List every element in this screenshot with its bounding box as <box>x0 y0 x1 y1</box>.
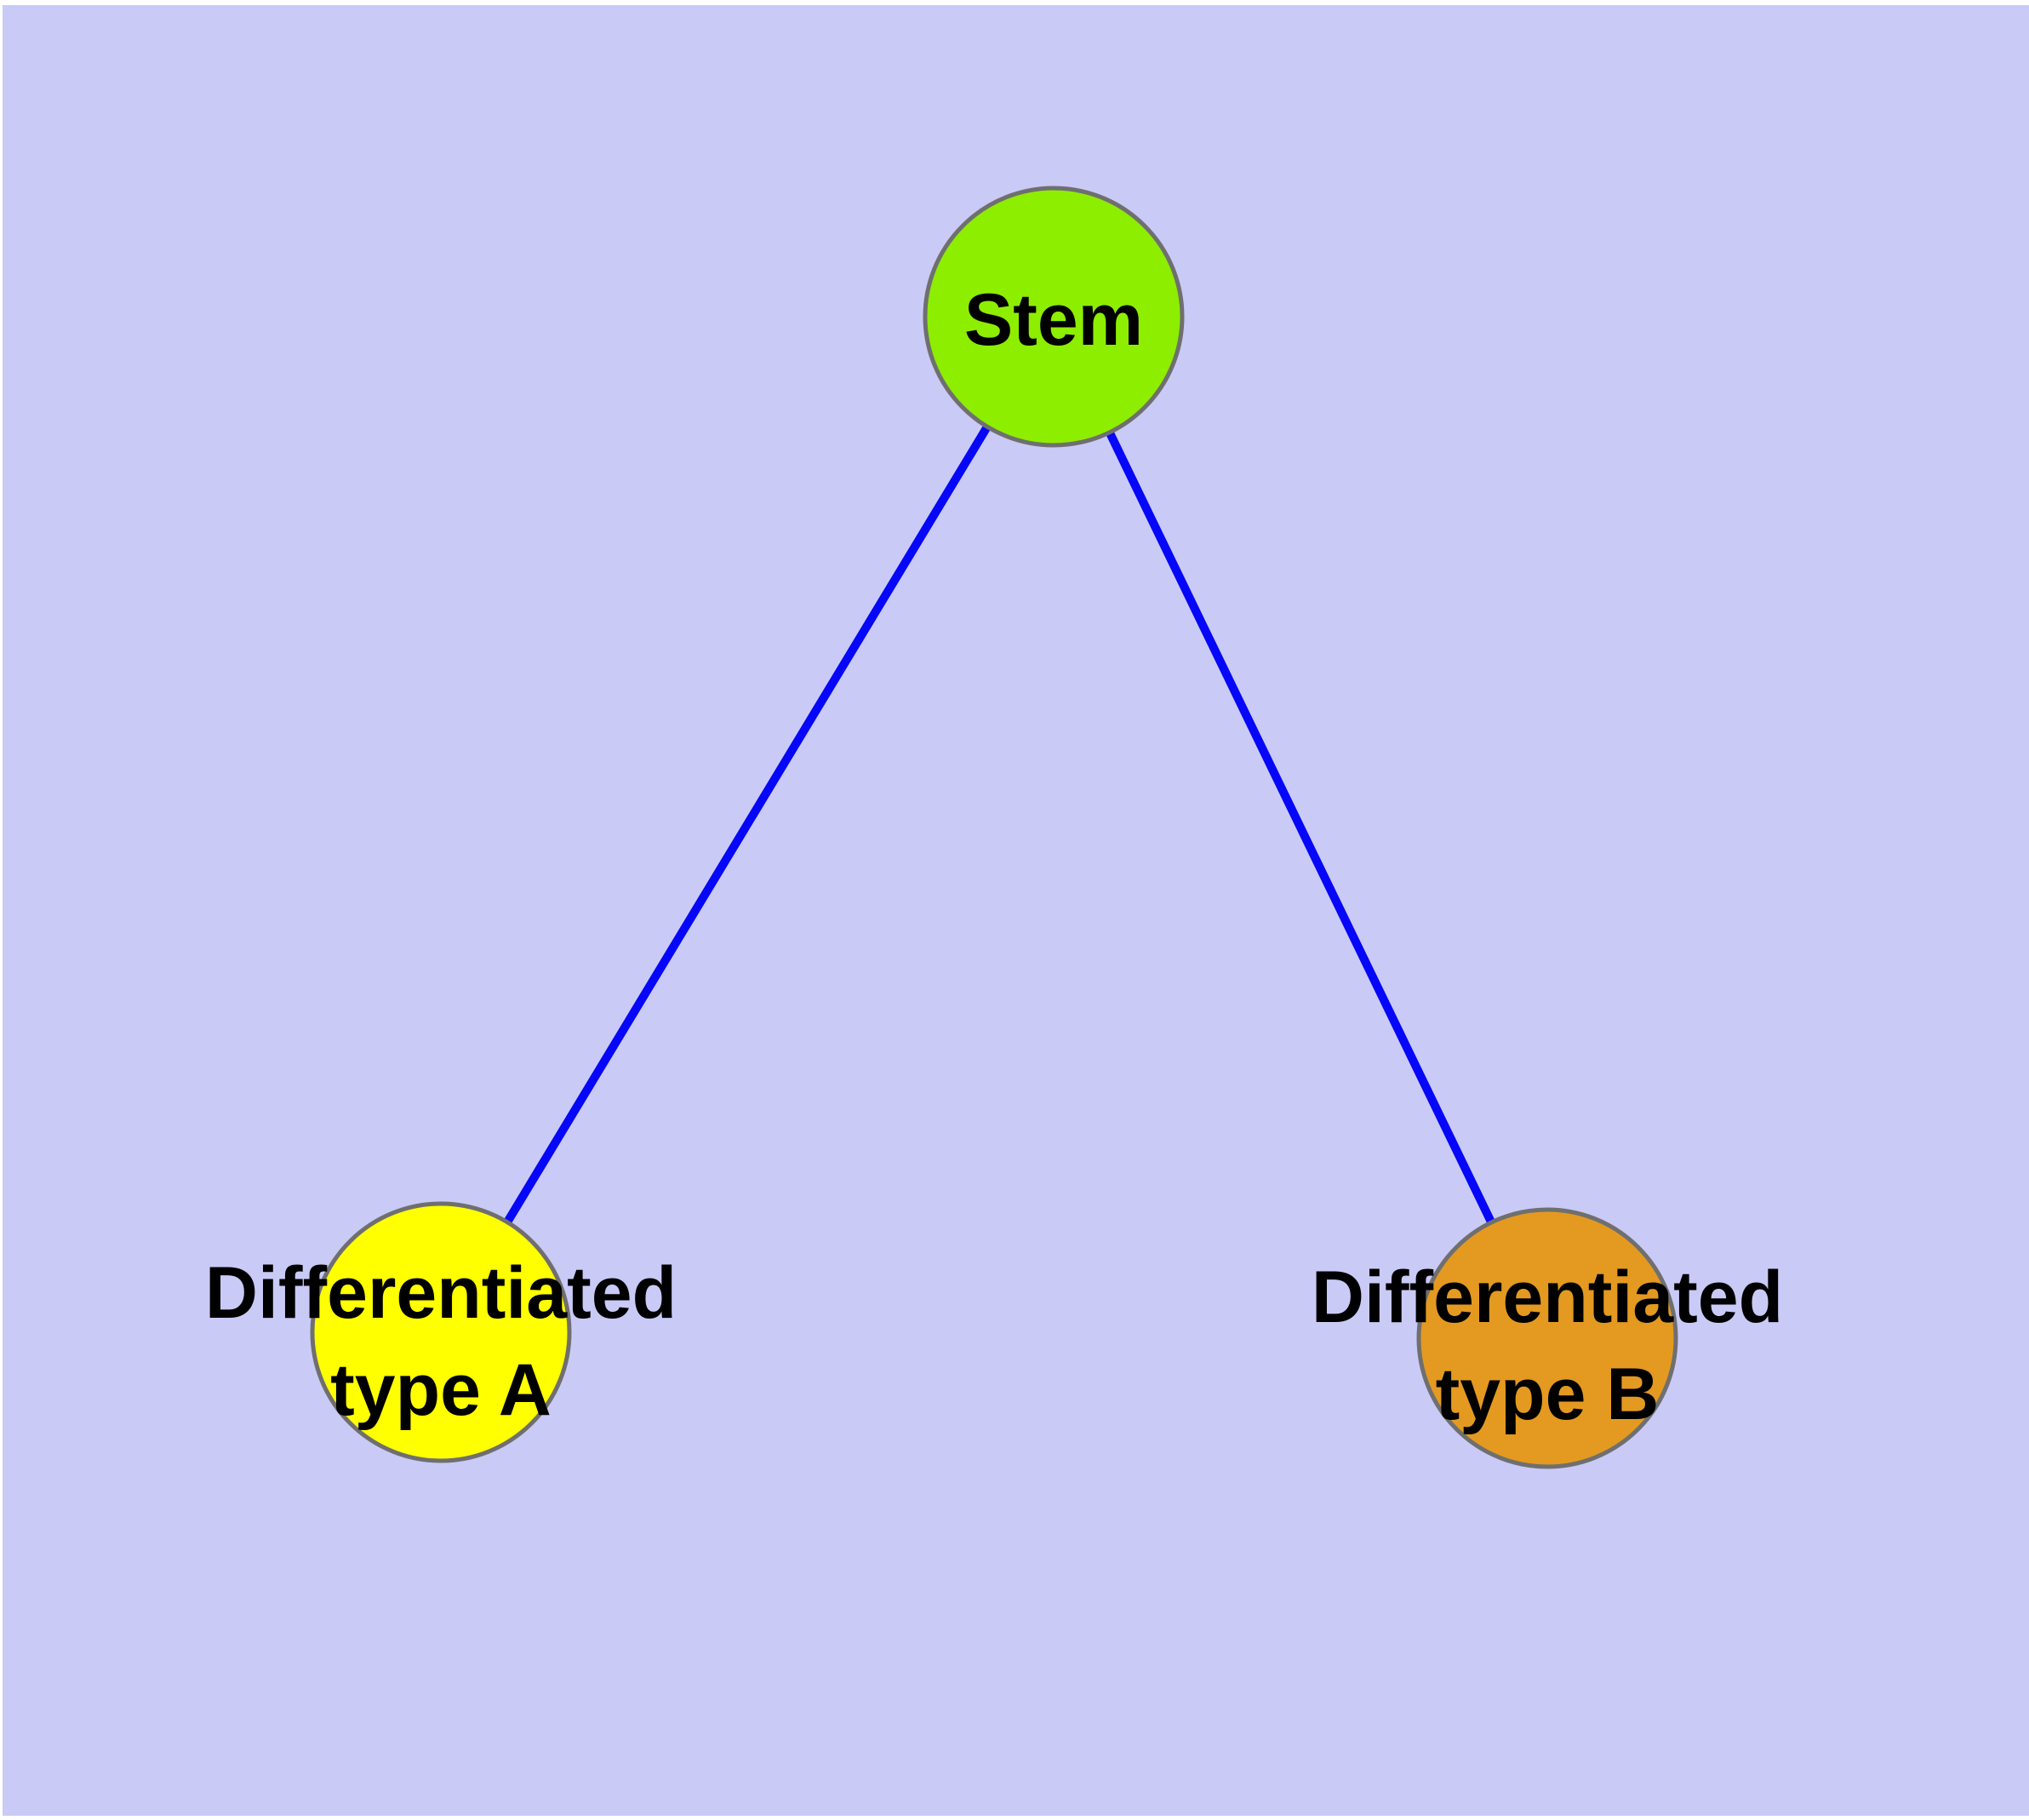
node-differentiated-type-a-circle <box>310 1201 572 1463</box>
node-differentiated-type-b-circle <box>1416 1207 1678 1469</box>
edge-stem-to-type-a <box>437 314 1058 1335</box>
node-differentiated-type-b-label-line2: type B <box>1436 1354 1660 1435</box>
node-stem-circle <box>923 186 1185 448</box>
node-differentiated-type-a: Differentiated type A <box>205 1201 677 1463</box>
node-stem: Stem <box>923 186 1185 448</box>
node-differentiated-type-a-label-line1: Differentiated <box>205 1252 677 1334</box>
node-differentiated-type-a-label-line2: type A <box>330 1349 552 1431</box>
node-differentiated-type-b: Differentiated type B <box>1312 1207 1783 1469</box>
node-stem-label: Stem <box>964 279 1143 361</box>
node-differentiated-type-b-label-line1: Differentiated <box>1312 1256 1783 1338</box>
edge-stem-to-type-b <box>1049 314 1552 1341</box>
